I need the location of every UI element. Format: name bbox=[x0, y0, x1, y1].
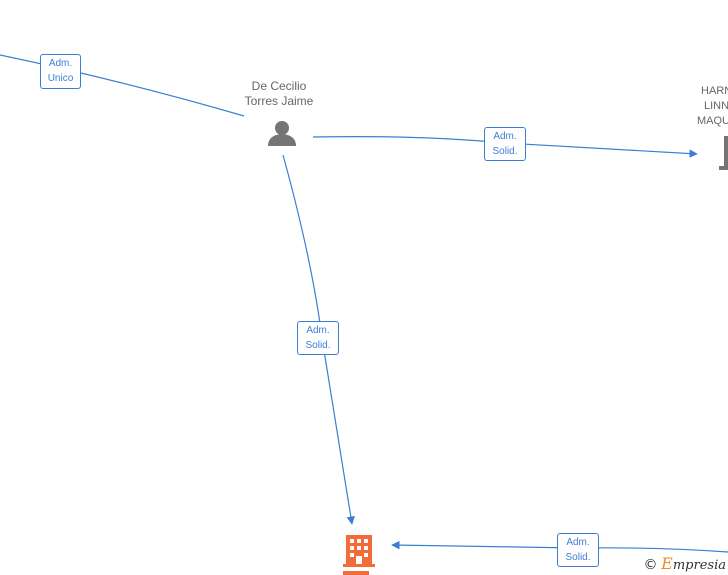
empresia-watermark: © Empresia bbox=[644, 554, 726, 573]
edge-line-top-left bbox=[0, 54, 245, 117]
person-name-label[interactable]: De Cecilio Torres Jaime bbox=[229, 79, 329, 109]
company-right-line3: MAQU bbox=[697, 115, 728, 127]
edge-label-line1: Adm. bbox=[493, 131, 517, 142]
copyright-symbol: © bbox=[643, 557, 658, 573]
edge-label-person-to-bottom[interactable]: Adm. Solid. bbox=[297, 321, 339, 355]
brand-rest: mpresia bbox=[672, 558, 726, 573]
person-name-line2: Torres Jaime bbox=[244, 94, 314, 108]
person-icon[interactable] bbox=[268, 121, 296, 146]
edge-label-line2: Solid. bbox=[305, 340, 331, 351]
edge-label-line2: Solid. bbox=[492, 146, 518, 157]
brand-initial: E bbox=[661, 554, 673, 573]
building-icon-right[interactable] bbox=[719, 136, 728, 170]
company-right-line1: HARN bbox=[701, 85, 728, 97]
edge-label-right-to-bottom[interactable]: Adm. Solid. bbox=[557, 533, 599, 567]
edge-label-line2: Unico bbox=[47, 73, 74, 84]
edge-label-line1: Adm. bbox=[48, 58, 73, 69]
edge-label-person-to-right[interactable]: Adm. Solid. bbox=[484, 127, 526, 161]
person-name-line1: De Cecilio bbox=[251, 79, 307, 93]
edge-label-line1: Adm. bbox=[306, 325, 330, 336]
building-icon-bottom[interactable] bbox=[343, 535, 375, 575]
company-right-line2: LINN bbox=[704, 100, 728, 112]
edge-label-top-left[interactable]: Adm. Unico bbox=[40, 54, 81, 89]
company-right-label[interactable]: HARN LINN MAQU bbox=[697, 84, 728, 129]
edge-label-line1: Adm. bbox=[566, 537, 590, 548]
edge-label-line2: Solid. bbox=[565, 552, 591, 563]
